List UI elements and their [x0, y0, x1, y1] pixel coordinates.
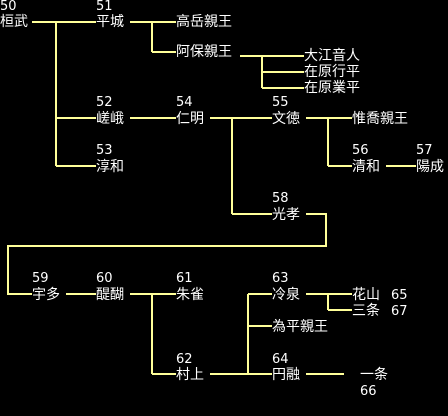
node-number-uda: 59 [32, 271, 49, 286]
node-number-kanmu: 50 [0, 0, 17, 14]
node-number-koko: 58 [272, 191, 289, 206]
node-number-suzaku: 61 [176, 271, 193, 286]
node-name-heizei: 平城 [96, 14, 124, 30]
node-name-takaoka: 高岳親王 [176, 14, 232, 30]
node-name-narihira: 在原業平 [304, 80, 360, 96]
node-name-junna: 淳和 [96, 159, 124, 175]
node-number-seiwa: 56 [352, 143, 369, 158]
node-name-kazan: 花山 [352, 287, 380, 303]
node-name-abo: 阿保親王 [176, 44, 232, 60]
node-name-enyu: 円融 [272, 367, 300, 383]
node-name-tamehira: 為平親王 [272, 319, 328, 335]
node-number-murakami: 62 [176, 352, 193, 367]
node-name-seiwa: 清和 [352, 159, 380, 175]
node-name-saga: 嵯峨 [96, 111, 124, 127]
node-name-reizei: 冷泉 [272, 287, 300, 303]
node-name-daigo: 醍醐 [96, 287, 124, 303]
node-name-suzaku: 朱雀 [176, 287, 204, 303]
node-number-heizei: 51 [96, 0, 113, 14]
node-number-enyu: 64 [272, 352, 289, 367]
node-number-saga: 52 [96, 95, 113, 110]
node-number-daigo: 60 [96, 271, 113, 286]
node-name-montoku: 文徳 [272, 111, 300, 127]
node-number-sanjo: 67 [391, 304, 408, 319]
node-number-montoku: 55 [272, 95, 289, 110]
node-number-ninmyo: 54 [176, 95, 193, 110]
node-name-sanjo: 三条 [352, 303, 380, 319]
node-name-murakami: 村上 [176, 367, 204, 383]
node-name-uda: 宇多 [32, 287, 60, 303]
node-name-kanmu: 桓武 [0, 14, 28, 30]
node-name-koretaka: 惟喬親王 [352, 111, 408, 127]
node-name-koko: 光孝 [272, 207, 300, 223]
node-name-yukihira: 在原行平 [304, 64, 360, 80]
node-number-ichijo: 66 [360, 384, 377, 399]
connector-koko-uda-path [7, 213, 327, 295]
node-number-kazan: 65 [391, 288, 408, 303]
node-name-ichijo: 一条 [360, 367, 388, 383]
node-number-junna: 53 [96, 143, 113, 158]
node-name-ninmyo: 仁明 [176, 111, 204, 127]
node-number-yozei: 57 [416, 143, 433, 158]
node-name-otoudo: 大江音人 [304, 48, 360, 64]
node-number-reizei: 63 [272, 271, 289, 286]
node-name-yozei: 陽成 [416, 159, 444, 175]
